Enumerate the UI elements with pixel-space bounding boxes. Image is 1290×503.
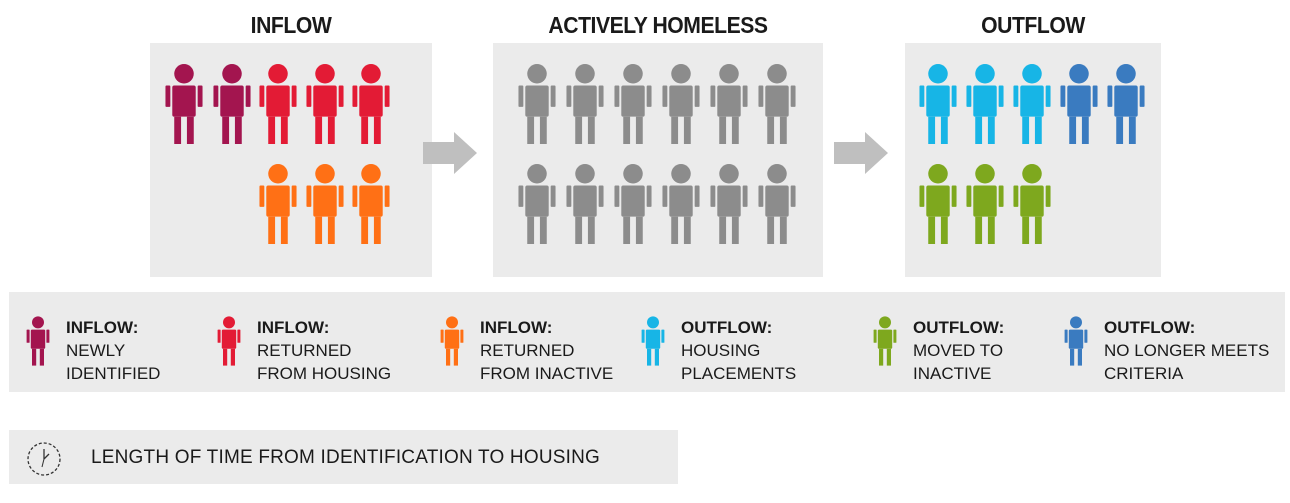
legend-title: INFLOW: bbox=[257, 318, 330, 337]
legend-title: INFLOW: bbox=[480, 318, 553, 337]
legend-description-line1: NO LONGER MEETS bbox=[1104, 341, 1270, 360]
person-actively-homeless-icon bbox=[566, 64, 604, 144]
person-moved-to-inactive-icon bbox=[1013, 164, 1051, 244]
person-returned-from-inactive-icon bbox=[352, 164, 390, 244]
legend-description-line1: RETURNED bbox=[480, 341, 575, 360]
legend-description-line1: HOUSING bbox=[681, 341, 761, 360]
person-actively-homeless-icon bbox=[758, 164, 796, 244]
person-returned-from-inactive-icon bbox=[259, 164, 297, 244]
legend-person-housing-placements-icon bbox=[641, 316, 665, 366]
legend-title: INFLOW: bbox=[66, 318, 139, 337]
inflow-panel bbox=[150, 43, 432, 277]
person-returned-from-housing-icon bbox=[352, 64, 390, 144]
outflow-panel bbox=[905, 43, 1161, 277]
time-to-housing-bar: LENGTH OF TIME FROM IDENTIFICATION TO HO… bbox=[9, 430, 678, 484]
legend-person-returned-from-housing-icon bbox=[217, 316, 241, 366]
person-no-longer-meets-criteria-icon bbox=[1060, 64, 1098, 144]
legend-text: OUTFLOW: MOVED TO INACTIVE bbox=[913, 316, 1004, 385]
person-actively-homeless-icon bbox=[614, 164, 652, 244]
legend-title: OUTFLOW: bbox=[1104, 318, 1196, 337]
person-newly-identified-icon bbox=[165, 64, 203, 144]
person-returned-from-housing-icon bbox=[259, 64, 297, 144]
person-housing-placements-icon bbox=[1013, 64, 1051, 144]
legend-description-line2: INACTIVE bbox=[913, 364, 992, 383]
legend-description-line2: FROM INACTIVE bbox=[480, 364, 614, 383]
legend-description-line2: FROM HOUSING bbox=[257, 364, 392, 383]
legend-text: INFLOW: RETURNED FROM HOUSING bbox=[257, 316, 391, 385]
legend-description-line2: CRITERIA bbox=[1104, 364, 1184, 383]
actively-homeless-panel bbox=[493, 43, 823, 277]
person-actively-homeless-icon bbox=[614, 64, 652, 144]
legend-text: OUTFLOW: HOUSING PLACEMENTS bbox=[681, 316, 796, 385]
legend-title: OUTFLOW: bbox=[913, 318, 1005, 337]
person-actively-homeless-icon bbox=[710, 64, 748, 144]
person-actively-homeless-icon bbox=[518, 64, 556, 144]
person-actively-homeless-icon bbox=[662, 64, 700, 144]
inflow-to-active-arrow-icon bbox=[423, 132, 477, 174]
person-housing-placements-icon bbox=[919, 64, 957, 144]
person-actively-homeless-icon bbox=[518, 164, 556, 244]
legend-description-line1: RETURNED bbox=[257, 341, 352, 360]
inflow-title: INFLOW bbox=[250, 12, 332, 38]
person-actively-homeless-icon bbox=[710, 164, 748, 244]
legend-person-returned-from-inactive-icon bbox=[440, 316, 464, 366]
legend-description-line1: NEWLY bbox=[66, 341, 126, 360]
person-actively-homeless-icon bbox=[662, 164, 700, 244]
legend-description-line2: PLACEMENTS bbox=[681, 364, 797, 383]
time-to-housing-label: LENGTH OF TIME FROM IDENTIFICATION TO HO… bbox=[91, 447, 601, 468]
clock-icon bbox=[27, 442, 61, 476]
person-housing-placements-icon bbox=[966, 64, 1004, 144]
legend-person-moved-to-inactive-icon bbox=[873, 316, 897, 366]
person-returned-from-housing-icon bbox=[306, 64, 344, 144]
legend-person-no-longer-meets-criteria-icon bbox=[1064, 316, 1088, 366]
actively-homeless-title: ACTIVELY HOMELESS bbox=[548, 12, 768, 38]
person-actively-homeless-icon bbox=[566, 164, 604, 244]
legend-title: OUTFLOW: bbox=[681, 318, 773, 337]
legend-person-newly-identified-icon bbox=[26, 316, 50, 366]
person-moved-to-inactive-icon bbox=[919, 164, 957, 244]
legend-description-line2: IDENTIFIED bbox=[66, 364, 161, 383]
person-newly-identified-icon bbox=[213, 64, 251, 144]
legend-text: INFLOW: NEWLY IDENTIFIED bbox=[66, 316, 160, 385]
person-moved-to-inactive-icon bbox=[966, 164, 1004, 244]
legend-text: OUTFLOW: NO LONGER MEETS CRITERIA bbox=[1104, 316, 1269, 385]
legend-description-line1: MOVED TO bbox=[913, 341, 1004, 360]
person-returned-from-inactive-icon bbox=[306, 164, 344, 244]
active-to-outflow-arrow-icon bbox=[834, 132, 888, 174]
legend: INFLOW: NEWLY IDENTIFIED INFLOW: RETURNED FRO… bbox=[9, 292, 1285, 392]
legend-text: INFLOW: RETURNED FROM INACTIVE bbox=[480, 316, 613, 385]
outflow-title: OUTFLOW bbox=[981, 12, 1085, 38]
person-actively-homeless-icon bbox=[758, 64, 796, 144]
person-no-longer-meets-criteria-icon bbox=[1107, 64, 1145, 144]
